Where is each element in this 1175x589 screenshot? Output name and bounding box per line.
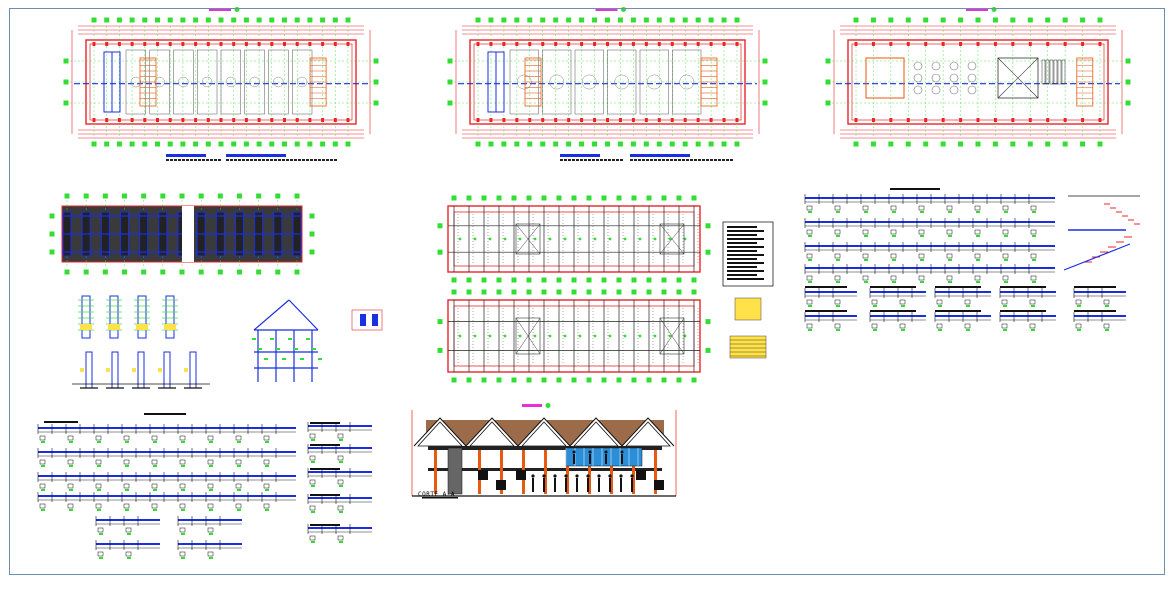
beam-schedule-right: [804, 188, 1140, 331]
slab-plan-lower: [437, 289, 711, 383]
slab-plan-upper: [437, 195, 711, 283]
section-a-a: [411, 403, 677, 499]
beam-schedule-left: [37, 413, 372, 559]
column-details: [72, 295, 210, 389]
sheet-border: [9, 8, 1165, 575]
notes-box: [722, 221, 774, 359]
roof-floor-plan: [825, 7, 1131, 147]
frame-elevation: [252, 299, 383, 382]
section-title-label: CORTE A-A: [418, 491, 456, 498]
ground-floor-plan: [63, 7, 379, 161]
first-floor-plan: [447, 7, 768, 161]
foundation-plan: [49, 193, 315, 275]
